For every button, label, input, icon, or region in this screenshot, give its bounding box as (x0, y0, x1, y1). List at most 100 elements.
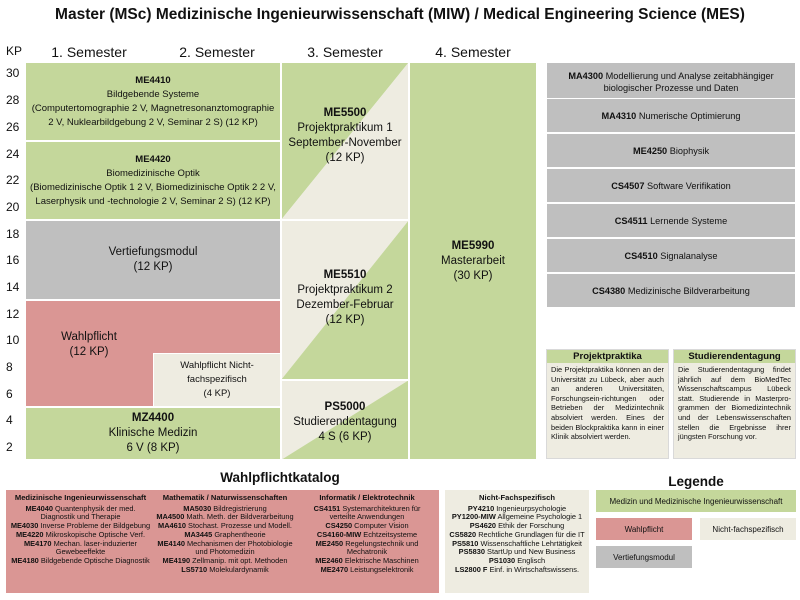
kp-tick: 24 (6, 147, 20, 161)
kp-tick: 4 (6, 413, 13, 427)
module-title: Projektpraktikum 2 (297, 284, 393, 296)
legend-label: Medizin und Medizinische Ingenieurwissen… (609, 496, 783, 506)
module-detail: Laserphysik und -technologie 2 V, Semina… (35, 195, 271, 207)
katalog-col-head: Informatik / Elektrotechnik (319, 493, 415, 502)
course-code: CS5820 (449, 529, 477, 539)
module-kp: 6 V (8 KP) (126, 442, 180, 454)
course-code: LS5710 (181, 564, 208, 574)
vertiefung-code: ME4250 (632, 145, 668, 156)
kp-tick: 30 (6, 66, 20, 80)
module-ps5000: PS5000 Studierendentagung 4 S (6 KP) (281, 400, 409, 445)
course-code: CS4160-MIW (316, 529, 362, 539)
module-code: ME4420 (135, 153, 171, 165)
course-name: Ingenieurpsychologie (496, 503, 567, 513)
course-code: ME2470 (320, 564, 349, 574)
module-code: ME5990 (451, 239, 495, 252)
course-code: ME4040 (25, 503, 53, 513)
course-code: ME2450 (315, 538, 344, 548)
kp-axis-label: KP (6, 44, 23, 58)
kp-tick: 22 (6, 173, 20, 187)
course-name: Leistungselektronik (350, 564, 414, 574)
course-name: Systemarchitekturen für (342, 503, 421, 513)
module-detail: (Biomedizinische Optik 1 2 V, Biomedizin… (30, 181, 276, 193)
katalog-col-head: Mathematik / Naturwissenschaften (162, 493, 288, 502)
course-code: ME2460 (315, 555, 343, 565)
kp-tick: 2 (6, 440, 13, 454)
course-name: Mechatronik (346, 547, 388, 557)
course-name: Mikroskopische Optische Verf. (45, 529, 145, 539)
course-name: Graphentheorie (214, 529, 266, 539)
course-name: Computer Vision (354, 521, 409, 531)
module-me5990: ME5990 Masterarbeit (30 KP) (409, 62, 537, 460)
module-title: Masterarbeit (441, 254, 505, 267)
legende-title: Legende (668, 474, 724, 489)
course-code: PS4620 (469, 521, 497, 531)
vertiefung-item: CS4380 Medizinische Bildverarbeitung (546, 273, 796, 308)
course-code: PS5810 (452, 538, 479, 548)
course-code: ME4180 (11, 555, 39, 565)
module-time: Dezember-Februar (296, 299, 394, 311)
module-title: Vertiefungsmodul (108, 246, 198, 258)
vertiefung-name: Biophysik (669, 145, 710, 156)
me5500-beige-part (281, 62, 409, 220)
vertiefung-name: Numerische Optimierung (638, 110, 741, 121)
course-name: Quantenphysik der med. (55, 503, 136, 513)
course-code: ME4140 (157, 538, 185, 548)
katalog-col-informatik: Informatik / Elektrotechnik CS4151 Syste… (297, 493, 437, 574)
module-title: fachspezifisch (187, 374, 247, 385)
course-name: Molekulardynamik (209, 564, 269, 574)
kp-tick: 18 (6, 227, 20, 241)
course-code: ME4190 (162, 555, 191, 565)
vertiefung-item: CS4511 Lernende Systeme (546, 203, 796, 238)
course-name: Einf. in Wirtschaftswissens. (489, 564, 580, 574)
note-title: Studierendentagung (674, 350, 795, 363)
kp-tick: 26 (6, 120, 20, 134)
course-name: Echtzeitsysteme (363, 529, 418, 539)
course-name: StartUp und New Business (487, 547, 576, 557)
course-code: ME4030 (10, 521, 39, 531)
module-title: Wahlpflicht (61, 331, 117, 343)
module-detail: (Computertomographie 2 V, Magnetresonanz… (31, 102, 275, 114)
vertiefung-code: MA4310 (601, 110, 637, 121)
semester-4-header: 4. Semester (435, 44, 511, 60)
kp-tick: 28 (6, 93, 20, 107)
course-code: PS1030 (488, 555, 516, 565)
vertiefung-item: MA4300 Modellierung und Analyse zeitabhä… (546, 62, 796, 102)
katalog-col-head: Nicht-Fachspezifisch (479, 493, 555, 502)
vertiefung-item: CS4510 Signalanalyse (546, 238, 796, 273)
course-name: Stochast. Prozesse und Modell. (188, 521, 292, 531)
course-code: ME4220 (16, 529, 44, 539)
katalog-title: Wahlpflichtkatalog (220, 470, 340, 485)
module-nicht-fachspezifisch: Wahlpflicht Nicht- fachspezifisch (4 KP) (153, 353, 281, 407)
module-title: Klinische Medizin (108, 427, 198, 439)
module-code: ME4410 (135, 74, 171, 86)
vertiefung-name: Medizinische Bildverarbeitung (627, 285, 750, 296)
vertiefung-code: CS4511 (614, 215, 648, 226)
note-studierendentagung: Studierendentagung Die Studierendentagun… (673, 349, 796, 459)
vertiefung-code: CS4510 (624, 250, 658, 261)
module-me4410: ME4410 Bildgebende Systeme (Computertomo… (25, 62, 281, 141)
border (281, 62, 409, 460)
legend-beige: Nicht-fachspezifisch (700, 518, 796, 540)
vertiefung-code: MA4300 (568, 71, 604, 81)
legend-green: Medizin und Medizinische Ingenieurwissen… (596, 490, 796, 512)
semester-2-header: 2. Semester (179, 44, 255, 60)
module-mz4400: MZ4400 Klinische Medizin 6 V (8 KP) (25, 407, 281, 460)
module-code: MZ4400 (131, 412, 175, 424)
katalog-col-head: Medizinische Ingenieurwissenschaft (14, 493, 147, 502)
vertiefung-name: Modellierung und Analyse zeitabhängiger (605, 71, 774, 81)
vertiefung-name: Signalanalyse (660, 250, 718, 261)
module-title: Biomedizinische Optik (106, 167, 200, 179)
legend-red: Wahlpflicht (596, 518, 692, 540)
course-name: Elektrische Maschinen (344, 555, 419, 565)
module-me4420: ME4420 Biomedizinische Optik (Biomedizin… (25, 141, 281, 220)
course-name: Diagnostik und Therapie (40, 512, 121, 522)
kp-tick: 14 (6, 280, 20, 294)
course-name: Allgemeine Psychologie 1 (497, 512, 583, 522)
katalog-col-nicht-fachspezifisch: Nicht-Fachspezifisch PY4210 Ingenieurpsy… (447, 493, 587, 574)
vertiefung-item: MA4310 Numerische Optimierung (546, 98, 796, 133)
module-title: Wahlpflicht Nicht- (180, 360, 254, 371)
course-code: CS4151 (313, 503, 341, 513)
course-name: Wissenschaftliche Lehrtätigkeit (480, 538, 582, 548)
course-name: Mechan. laser-induzierter (53, 538, 137, 548)
